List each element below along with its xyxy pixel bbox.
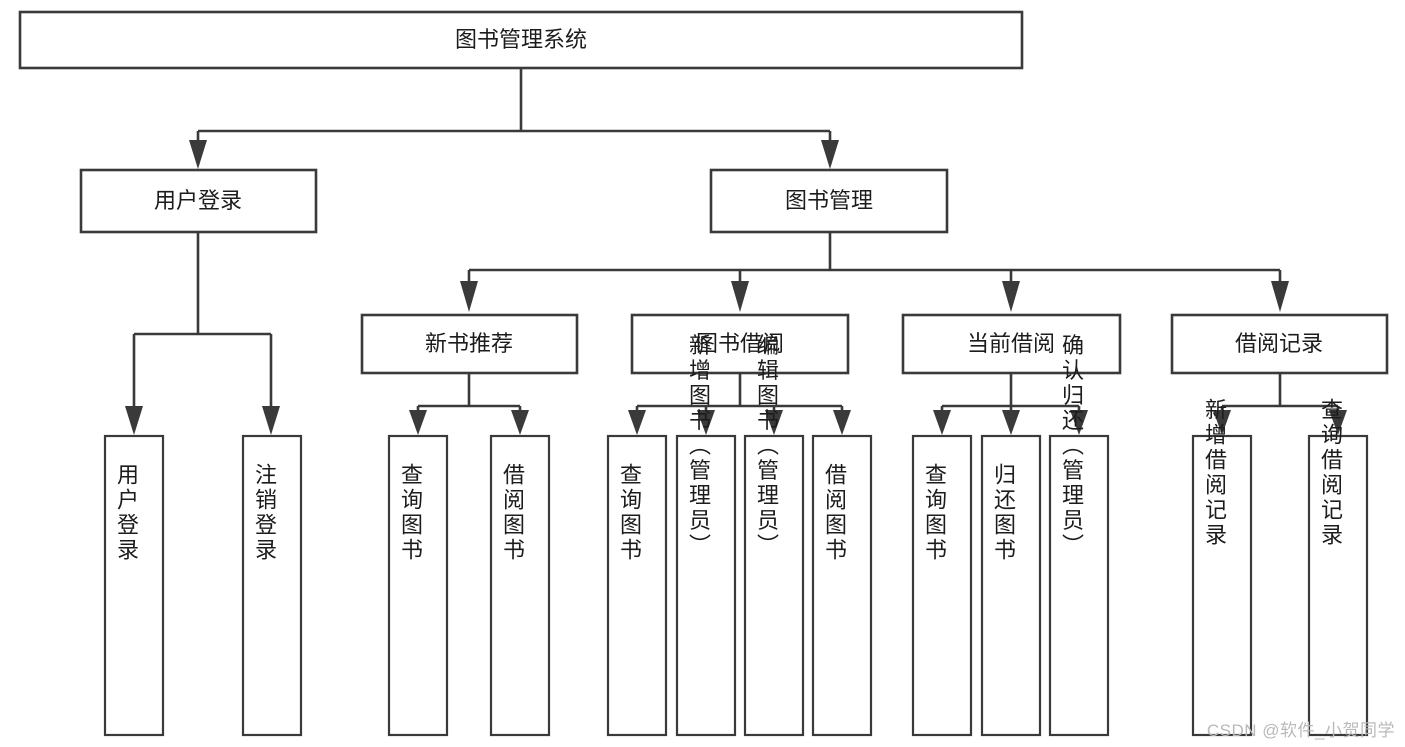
arrow-new-book-leaf-1 <box>409 410 427 435</box>
leaf-new-book-2-label: 借阅图书 <box>500 463 525 563</box>
leaf-new-book-2[interactable]: 借阅图书 <box>489 434 551 737</box>
leaf-book-borrow-3[interactable]: 编辑图书（管理员） <box>743 334 805 737</box>
arrow-root-to-user-login <box>189 140 207 169</box>
leaf-user-login-1-label: 用户登录 <box>114 463 139 563</box>
leaf-borrow-record-1[interactable]: 新增借阅记录 <box>1191 398 1253 737</box>
leaf-book-borrow-3-box[interactable] <box>743 434 805 737</box>
arrow-user-login-leaf-2 <box>262 406 280 435</box>
leaf-user-login-2-box[interactable] <box>241 434 303 737</box>
node-user-login-label: 用户登录 <box>154 188 242 213</box>
leaf-current-borrow-1-box[interactable] <box>911 434 973 737</box>
node-current-borrow-label: 当前借阅 <box>967 331 1055 356</box>
leaf-new-book-1-box[interactable] <box>387 434 449 737</box>
node-root-label: 图书管理系统 <box>455 27 587 52</box>
arrow-borrow-record-leaf-1 <box>1213 410 1231 435</box>
leaf-user-login-2[interactable]: 注销登录 <box>241 434 303 737</box>
node-book-manage[interactable]: 图书管理 <box>709 168 949 234</box>
leaf-borrow-record-1-box[interactable] <box>1191 434 1253 737</box>
leaf-book-borrow-4[interactable]: 借阅图书 <box>811 434 873 737</box>
leaf-current-borrow-2-label: 归还图书 <box>991 463 1016 563</box>
arrow-current-borrow-leaf-3 <box>1070 410 1088 435</box>
node-root[interactable]: 图书管理系统 <box>18 10 1024 70</box>
node-root-box[interactable] <box>18 10 1024 70</box>
leaf-current-borrow-1[interactable]: 查询图书 <box>911 434 973 737</box>
leaf-borrow-record-2-label: 查询借阅记录 <box>1318 398 1343 548</box>
arrow-to-book-borrow <box>731 281 749 312</box>
node-new-book-recommend-label: 新书推荐 <box>425 331 513 356</box>
leaf-borrow-record-1-label: 新增借阅记录 <box>1202 398 1227 548</box>
node-book-borrow[interactable]: 图书借阅 <box>630 313 850 375</box>
leaf-current-borrow-3-box[interactable] <box>1048 434 1110 737</box>
leaf-new-book-2-box[interactable] <box>489 434 551 737</box>
leaf-borrow-record-2[interactable]: 查询借阅记录 <box>1307 398 1369 737</box>
node-borrow-record-box[interactable] <box>1170 313 1389 375</box>
node-borrow-record[interactable]: 借阅记录 <box>1170 313 1389 375</box>
leaf-user-login-1[interactable]: 用户登录 <box>103 434 165 737</box>
leaf-borrow-record-2-box[interactable] <box>1307 434 1369 737</box>
leaf-current-borrow-3[interactable]: 确认归还（管理员） <box>1048 334 1110 737</box>
leaf-book-borrow-1[interactable]: 查询图书 <box>606 434 668 737</box>
leaf-book-borrow-1-label: 查询图书 <box>617 463 642 563</box>
arrow-book-borrow-leaf-1 <box>628 410 646 435</box>
leaf-book-borrow-2-label: 新增图书（管理员） <box>686 334 711 559</box>
arrow-current-borrow-leaf-1 <box>933 410 951 435</box>
leaf-book-borrow-3-label: 编辑图书（管理员） <box>754 334 779 559</box>
arrow-to-new-book-recommend <box>460 281 478 312</box>
arrow-to-current-borrow <box>1002 281 1020 312</box>
node-user-login-box[interactable] <box>79 168 318 234</box>
leaf-current-borrow-3-label: 确认归还（管理员） <box>1059 334 1084 559</box>
leaf-user-login-1-box[interactable] <box>103 434 165 737</box>
leaf-book-borrow-2[interactable]: 新增图书（管理员） <box>675 334 737 737</box>
arrow-borrow-record-leaf-2 <box>1329 410 1347 435</box>
leaf-new-book-1[interactable]: 查询图书 <box>387 434 449 737</box>
node-borrow-record-label: 借阅记录 <box>1235 331 1323 356</box>
arrow-book-borrow-leaf-4 <box>833 410 851 435</box>
node-current-borrow-box[interactable] <box>901 313 1122 375</box>
leaf-current-borrow-1-label: 查询图书 <box>922 463 947 563</box>
leaf-book-borrow-4-label: 借阅图书 <box>822 463 847 563</box>
leaf-current-borrow-2-box[interactable] <box>980 434 1042 737</box>
node-book-manage-label: 图书管理 <box>785 188 873 213</box>
node-user-login[interactable]: 用户登录 <box>79 168 318 234</box>
arrow-current-borrow-leaf-2 <box>1002 410 1020 435</box>
leaf-user-login-2-label: 注销登录 <box>252 463 277 563</box>
arrow-book-borrow-leaf-2 <box>697 410 715 435</box>
arrow-user-login-leaf-1 <box>125 406 143 435</box>
arrow-book-borrow-leaf-3 <box>765 410 783 435</box>
leaf-book-borrow-4-box[interactable] <box>811 434 873 737</box>
leaf-book-borrow-2-box[interactable] <box>675 434 737 737</box>
node-new-book-recommend-box[interactable] <box>360 313 579 375</box>
leaf-current-borrow-2[interactable]: 归还图书 <box>980 434 1042 737</box>
node-current-borrow[interactable]: 当前借阅 <box>901 313 1122 375</box>
arrow-to-borrow-record <box>1271 281 1289 312</box>
node-book-borrow-label: 图书借阅 <box>696 331 784 356</box>
node-book-borrow-box[interactable] <box>630 313 850 375</box>
leaf-book-borrow-1-box[interactable] <box>606 434 668 737</box>
node-new-book-recommend[interactable]: 新书推荐 <box>360 313 579 375</box>
arrow-root-to-book-manage <box>821 140 839 169</box>
node-book-manage-box[interactable] <box>709 168 949 234</box>
connectors-layer <box>125 68 1347 435</box>
leaf-new-book-1-label: 查询图书 <box>398 463 423 563</box>
arrow-new-book-leaf-2 <box>511 410 529 435</box>
